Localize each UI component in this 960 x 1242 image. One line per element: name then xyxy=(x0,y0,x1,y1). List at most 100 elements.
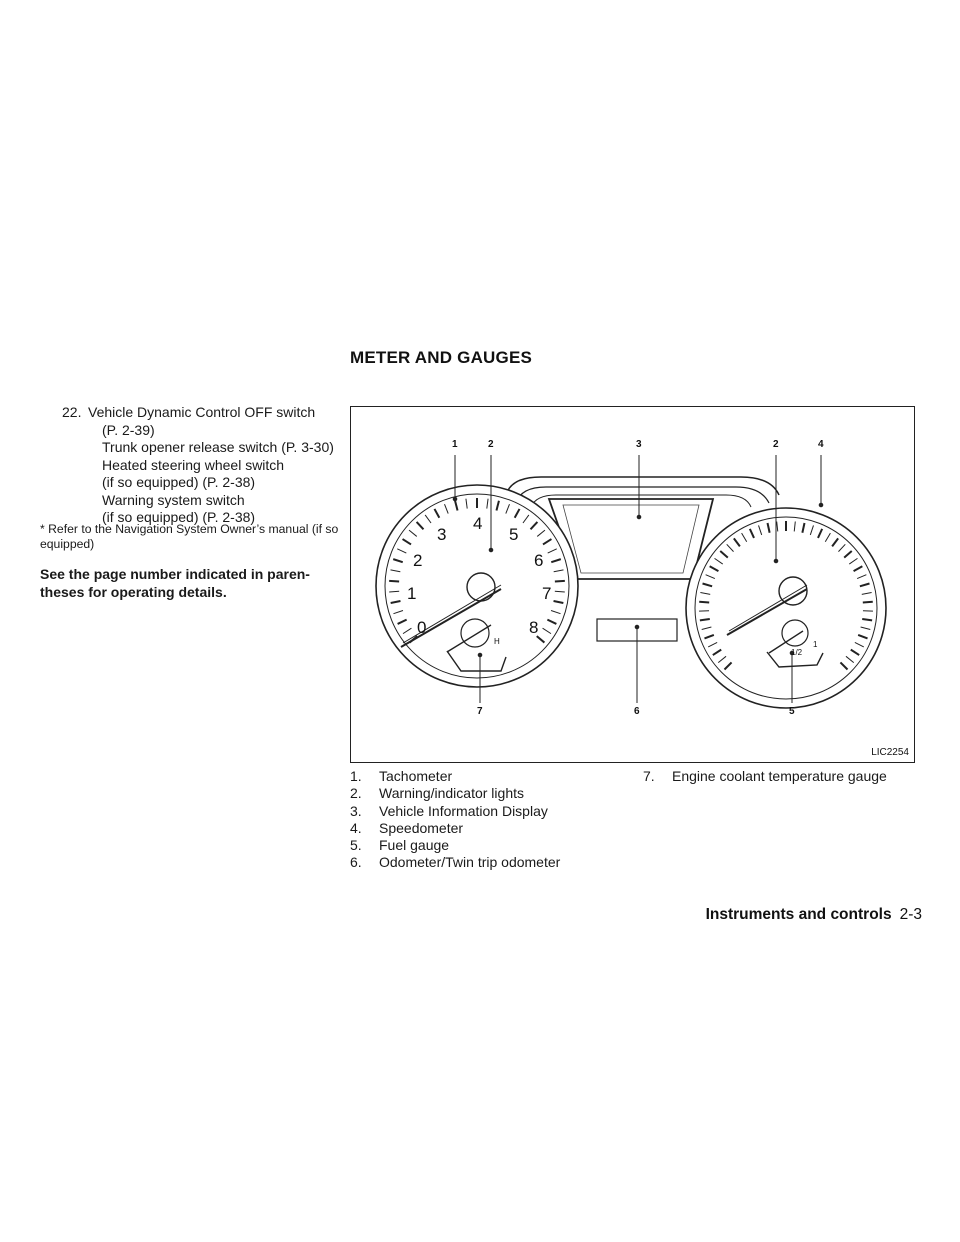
dial-tick xyxy=(809,525,814,536)
dial-tick xyxy=(853,565,863,572)
dial-tick xyxy=(850,648,860,656)
callout-label: 4 xyxy=(818,439,824,450)
fuel-gauge-mark: 1 xyxy=(813,640,818,649)
figure-legend-right: 7.Engine coolant temperature gauge xyxy=(643,768,933,785)
dial-tick xyxy=(415,521,425,530)
dial-tick xyxy=(408,529,418,537)
dial-tick xyxy=(701,626,712,631)
figure-code: LIC2254 xyxy=(871,747,909,758)
dial-tick xyxy=(529,521,539,530)
dial-tick xyxy=(793,521,796,532)
tach-number: 2 xyxy=(413,551,422,570)
tach-number: 0 xyxy=(417,618,426,637)
dial-tick xyxy=(854,642,865,648)
dial-tick xyxy=(831,537,839,547)
dial-tick xyxy=(444,504,449,514)
entry-number: 22. xyxy=(62,404,82,420)
dial-tick xyxy=(707,642,718,648)
dial-tick xyxy=(553,569,564,573)
dial-tick xyxy=(776,521,779,532)
dial-tick xyxy=(748,528,755,539)
fuel-gauge-mark: 1/2 xyxy=(791,648,803,657)
dial-tick xyxy=(860,626,871,631)
dial-tick xyxy=(726,543,734,552)
dial-tick xyxy=(390,600,401,604)
dial-tick xyxy=(542,538,552,546)
dial-tick xyxy=(723,661,733,671)
legend-item: 6.Odometer/Twin trip odometer xyxy=(350,854,561,871)
figure-legend-left: 1.Tachometer 2.Warning/indicator lights … xyxy=(350,768,620,872)
dial-tick xyxy=(712,648,722,656)
callout-label: 5 xyxy=(789,706,795,717)
callout-label: 6 xyxy=(634,706,640,717)
callout-label: 3 xyxy=(636,439,642,450)
callout-leader-lines xyxy=(452,455,824,703)
dial-tick xyxy=(859,582,870,588)
dial-tick xyxy=(550,558,562,564)
dial-tick xyxy=(801,522,806,533)
footnote: * Refer to the Navigation System Owner’s… xyxy=(40,522,339,551)
entry-line: Warning system switch xyxy=(102,491,245,508)
tach-number: 6 xyxy=(534,551,543,570)
dial-tick xyxy=(700,592,711,595)
dial-tick xyxy=(424,514,432,524)
dial-tick xyxy=(433,508,441,519)
dial-tick xyxy=(719,550,729,559)
legend-item: 7.Engine coolant temperature gauge xyxy=(643,768,887,784)
legend-item: 5.Fuel gauge xyxy=(350,837,450,854)
entry-lines: Vehicle Dynamic Control OFF switch (P. 2… xyxy=(88,404,348,527)
entry-line: (if so equipped) (P. 2-38) xyxy=(102,474,256,490)
callout-label: 2 xyxy=(773,439,779,450)
dial-tick xyxy=(513,508,521,519)
dial-tick xyxy=(817,528,824,539)
dial-tick xyxy=(553,600,564,604)
footer-chapter: Instruments and controls xyxy=(705,906,892,923)
dial-tick xyxy=(486,498,489,509)
entry-line: Trunk opener release switch (P. 3-30) xyxy=(102,439,334,455)
dial-tick xyxy=(554,579,565,583)
dial-tick xyxy=(465,498,468,509)
dial-tick xyxy=(733,537,741,547)
dial-tick xyxy=(554,590,565,593)
dial-tick xyxy=(741,532,748,543)
dial-tick xyxy=(402,627,412,635)
dial-tick xyxy=(824,532,831,543)
dial-tick xyxy=(839,661,849,671)
dial-tick xyxy=(857,633,868,640)
callout-label: 1 xyxy=(452,439,458,450)
legend-item: 3.Vehicle Information Display xyxy=(350,802,548,819)
dial-tick xyxy=(495,500,500,511)
tach-number: 5 xyxy=(509,525,518,544)
tach-number: 3 xyxy=(437,525,446,544)
dial-tick xyxy=(862,617,873,622)
dial-tick xyxy=(454,500,459,511)
speedometer-ticks xyxy=(699,521,873,671)
callout-label: 7 xyxy=(477,706,483,717)
section-heading: METER AND GAUGES xyxy=(350,348,533,367)
dial-tick xyxy=(717,655,727,663)
tach-number: 1 xyxy=(407,584,416,603)
dial-tick xyxy=(542,627,552,635)
entry-line: (if so equipped) (P. 2-38) xyxy=(102,509,256,525)
dial-tick xyxy=(856,574,867,579)
dial-tick xyxy=(536,529,546,537)
dial-tick xyxy=(702,582,713,588)
dial-tick xyxy=(505,504,510,514)
dial-tick xyxy=(547,548,557,554)
dial-tick xyxy=(389,579,400,583)
dial-tick xyxy=(522,514,530,524)
tach-number: 8 xyxy=(529,618,538,637)
temp-gauge-mark: H xyxy=(494,637,500,646)
tachometer-ticks xyxy=(389,498,565,644)
dial-tick xyxy=(838,543,846,552)
dial-tick xyxy=(861,592,872,595)
dial-tick xyxy=(766,522,771,533)
entry-line: Heated steering wheel switch xyxy=(102,456,285,473)
dial-tick xyxy=(402,538,412,546)
dial-tick xyxy=(699,617,710,622)
dial-tick xyxy=(714,557,724,565)
instrument-cluster-figure: 1 2 3 2 4 7 6 5 0 1 2 3 4 5 6 7 8 H 1/2 … xyxy=(350,406,915,763)
tach-number: 7 xyxy=(542,584,551,603)
legend-item: 1.Tachometer xyxy=(350,768,453,784)
